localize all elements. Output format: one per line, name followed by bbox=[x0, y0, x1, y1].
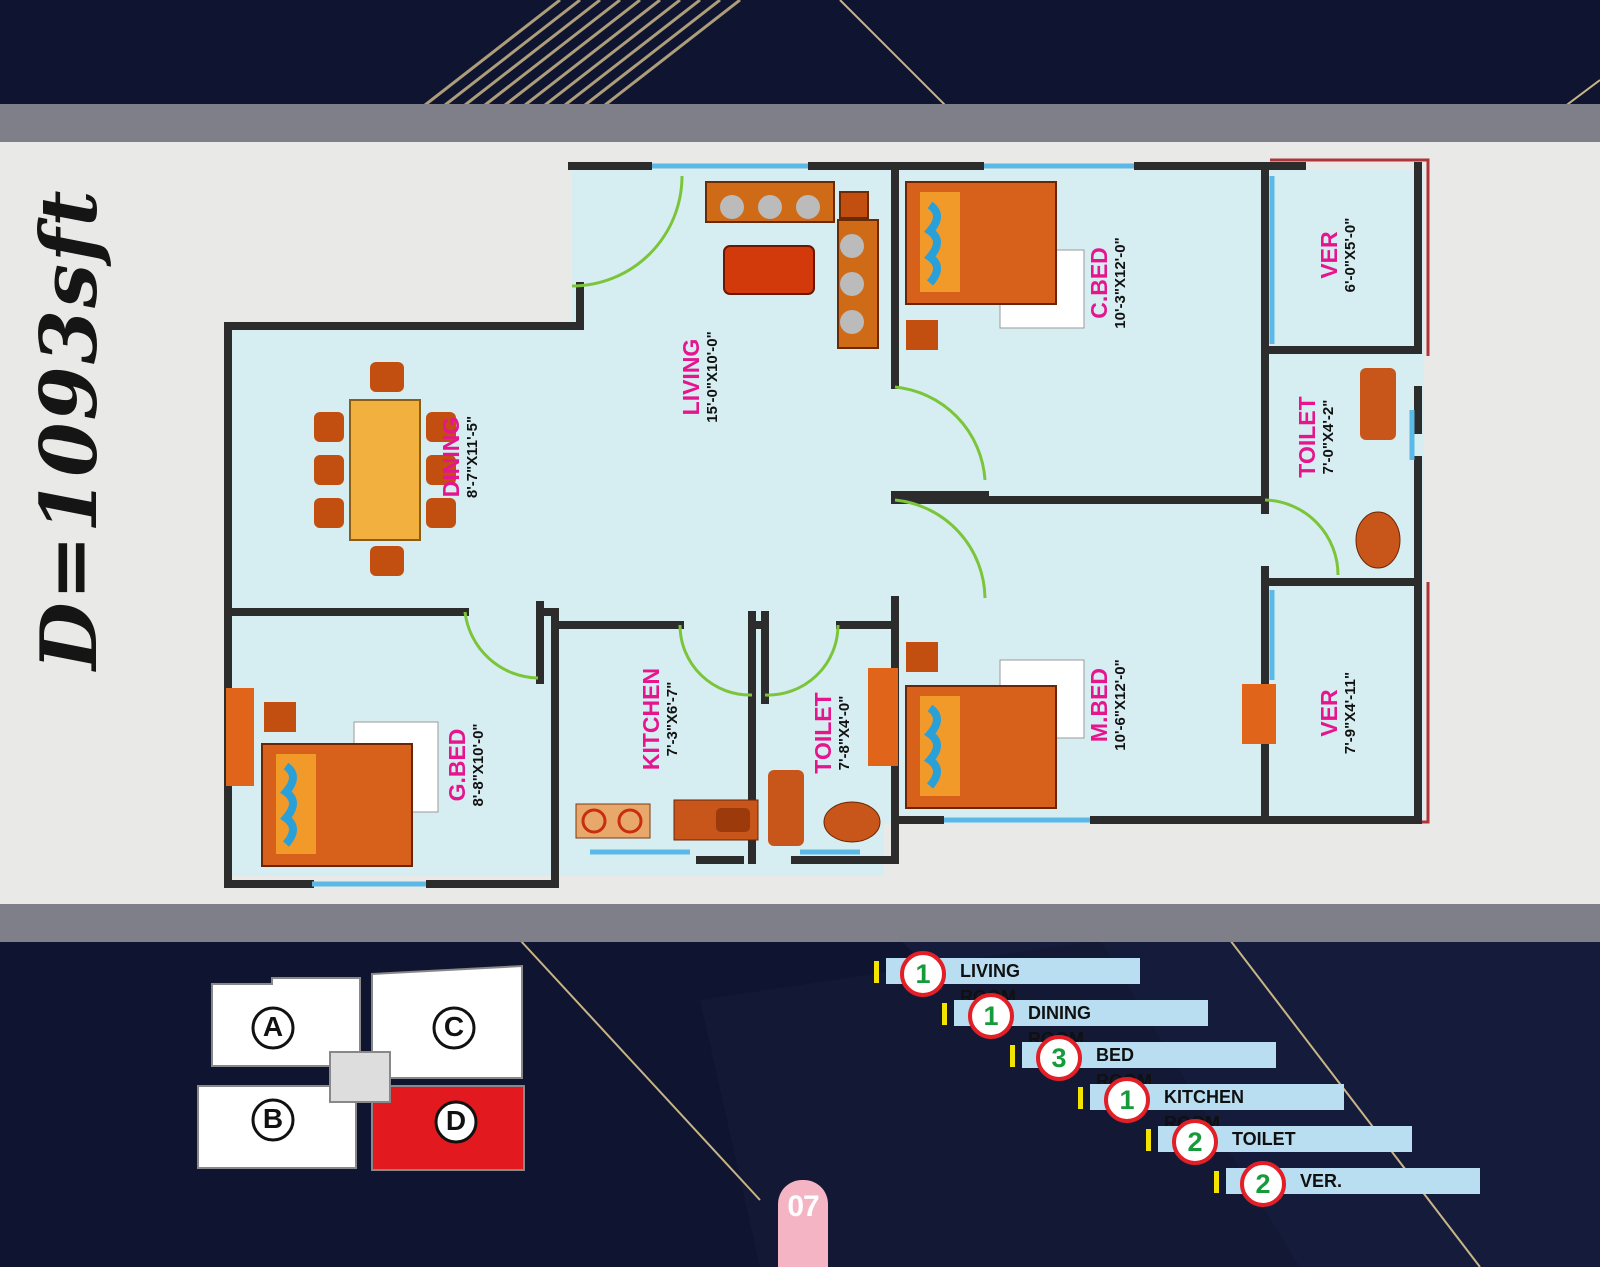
door-swings bbox=[463, 175, 1340, 697]
legend-tick bbox=[1146, 1129, 1151, 1151]
key-block-a: A bbox=[262, 1011, 284, 1042]
key-core bbox=[329, 1051, 391, 1103]
legend-tick bbox=[1010, 1045, 1015, 1067]
bed-g bbox=[226, 688, 439, 867]
legend-count: 2 bbox=[1240, 1161, 1286, 1207]
key-block-b: B bbox=[262, 1103, 284, 1134]
legend-tick bbox=[1078, 1087, 1083, 1109]
legend-count: 2 bbox=[1172, 1119, 1218, 1165]
bed-m bbox=[868, 642, 1085, 809]
legend-tick bbox=[874, 961, 879, 983]
walls bbox=[224, 162, 1422, 888]
ver-wardrobe bbox=[1242, 684, 1276, 744]
dining-set bbox=[314, 362, 456, 576]
bed-c bbox=[905, 181, 1085, 350]
legend-label: VER. bbox=[1300, 1171, 1343, 1191]
bottom-gray-band bbox=[0, 904, 1600, 942]
legend-tick bbox=[1214, 1171, 1219, 1193]
top-gray-band bbox=[0, 104, 1600, 142]
page-number: 07 bbox=[787, 1190, 819, 1223]
page-number-tab: 07 bbox=[778, 1180, 828, 1267]
legend-label: TOILET bbox=[1232, 1129, 1296, 1149]
legend-count: 3 bbox=[1036, 1035, 1082, 1081]
legend-tick bbox=[942, 1003, 947, 1025]
kitchen-fixtures bbox=[575, 799, 759, 841]
key-block-d: D bbox=[445, 1105, 467, 1136]
legend-count: 1 bbox=[1104, 1077, 1150, 1123]
toilet-fixtures bbox=[768, 368, 1401, 846]
key-block-c: C bbox=[443, 1011, 465, 1042]
windows bbox=[312, 163, 1415, 887]
legend-count: 1 bbox=[900, 951, 946, 997]
sofa-set bbox=[705, 181, 879, 349]
legend-count: 1 bbox=[968, 993, 1014, 1039]
